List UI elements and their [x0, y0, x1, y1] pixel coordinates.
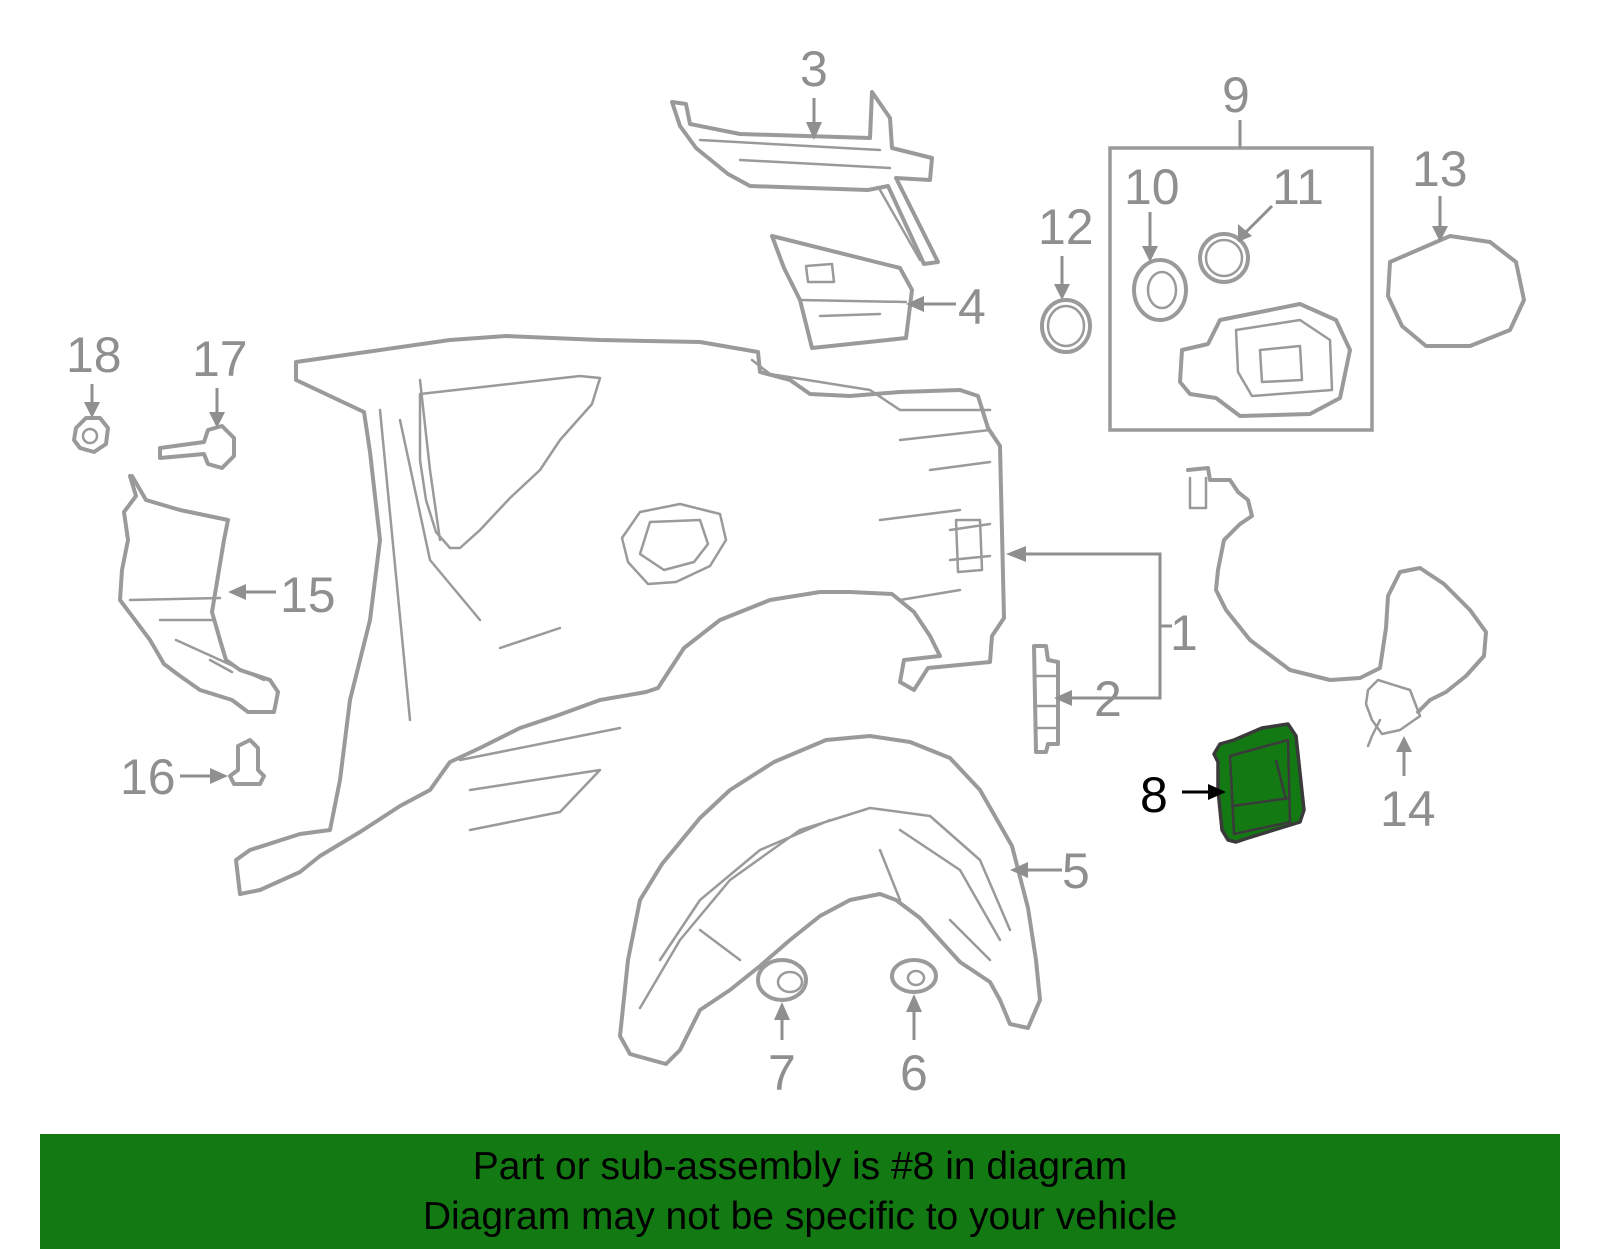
part-15-side-bracket: [118, 474, 280, 714]
part-4-bracket: [770, 234, 914, 350]
callout-14: 14: [1380, 781, 1436, 837]
part-13-fuel-door-lid: [1386, 234, 1526, 348]
callout-7: 7: [768, 1045, 796, 1101]
callout-16: 16: [120, 749, 176, 805]
callout-8-highlighted[interactable]: 8: [1140, 767, 1168, 823]
part-7-grommet: [756, 958, 808, 1002]
part-5-fender-liner: [618, 734, 1042, 1066]
callout-12: 12: [1038, 199, 1094, 255]
callout-11: 11: [1272, 159, 1324, 215]
part-14-release-cable: [1186, 466, 1488, 748]
callout-1: 1: [1170, 605, 1198, 661]
fuel-door-housing: [1178, 302, 1352, 418]
callout-17: 17: [192, 331, 248, 387]
part-info-banner: Part or sub-assembly is #8 in diagram Di…: [40, 1134, 1560, 1249]
part-12-ring: [1040, 298, 1092, 354]
leader-lines: [84, 98, 1448, 1040]
part-11-o-ring: [1198, 232, 1250, 284]
part-6-push-clip: [890, 958, 938, 994]
banner-line-part: Part or sub-assembly is #8 in diagram: [472, 1145, 1128, 1188]
callout-6: 6: [900, 1045, 928, 1101]
banner-line-disclaimer: Diagram may not be specific to your vehi…: [422, 1195, 1178, 1238]
callout-5: 5: [1062, 843, 1090, 899]
callout-2: 2: [1094, 671, 1122, 727]
part-17-bolt: [158, 424, 236, 470]
part-8-highlighted[interactable]: [1212, 722, 1306, 844]
callout-3: 3: [800, 41, 828, 97]
callout-4: 4: [958, 279, 986, 335]
part-3-rail-bracket: [670, 90, 940, 266]
part-10-seal-ring: [1132, 258, 1188, 322]
callout-10: 10: [1124, 159, 1180, 215]
part-18-nut: [72, 416, 110, 454]
callout-labels: 1 2 3 4 5 6 7 8 9 10 11 12 13 14 15 16 1…: [66, 41, 1468, 1101]
part-16-clip: [228, 738, 266, 786]
callout-15: 15: [280, 567, 336, 623]
callout-9: 9: [1222, 67, 1250, 123]
part-1-quarter-panel: [234, 334, 1006, 896]
part-2-strip: [1032, 644, 1060, 754]
callout-13: 13: [1412, 141, 1468, 197]
callout-18: 18: [66, 327, 122, 383]
